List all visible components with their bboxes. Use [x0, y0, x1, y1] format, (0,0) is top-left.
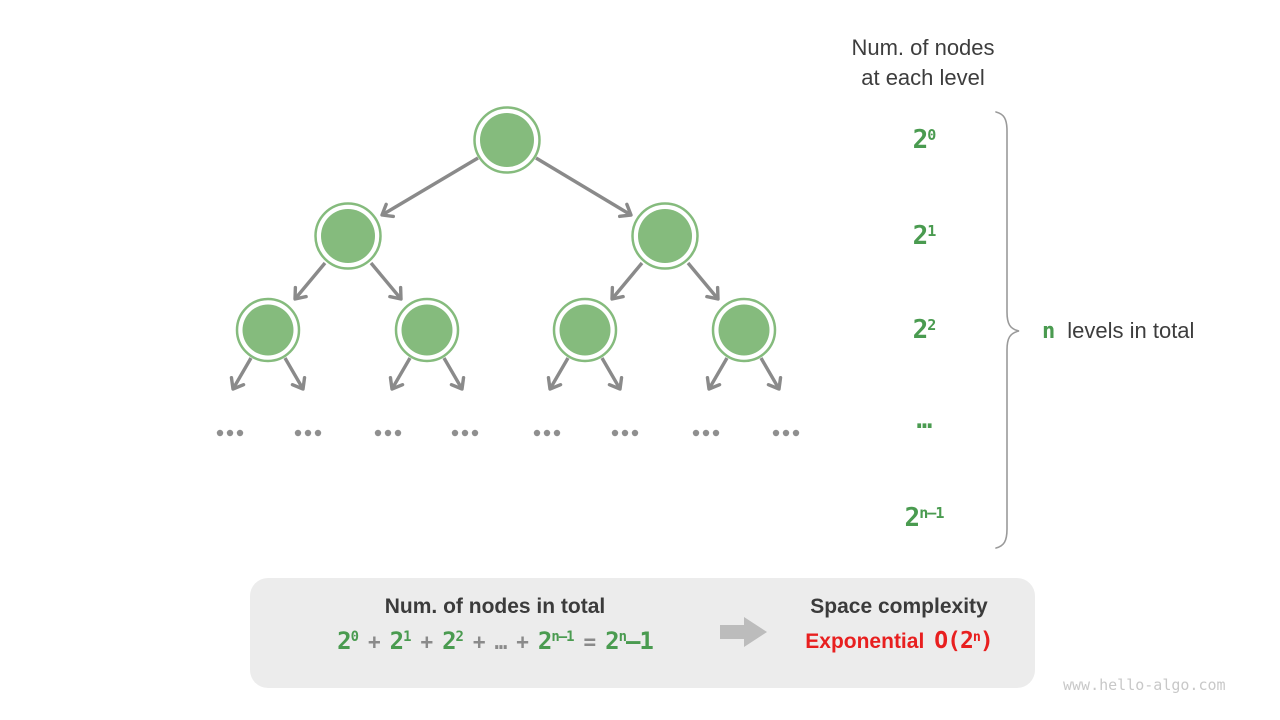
level-count-base: 2 [912, 221, 929, 251]
tree-node [552, 297, 618, 363]
ellipsis-dots [216, 429, 244, 437]
summary-box: Num. of nodes in total 20 + 21 + 22 + … … [250, 578, 1035, 688]
formula-term: 22 [442, 627, 464, 655]
arrow-right-icon [720, 617, 767, 647]
levels-total-label: n levels in total [1042, 316, 1194, 346]
column-header-line2: at each level [861, 65, 985, 90]
plus-operator: + [516, 630, 529, 654]
level-count-exponent: 0 [927, 125, 936, 144]
level-count-ellipsis: … [916, 405, 933, 435]
levels-total-text: levels in total [1067, 318, 1195, 343]
tree-node [314, 202, 382, 270]
plus-operator: + [472, 630, 486, 654]
level-count-label: 2n–1 [864, 500, 984, 536]
plus-operator: + [367, 630, 381, 654]
tree-node [394, 297, 460, 363]
formula-term: 20 [337, 627, 359, 655]
tree-ellipsis-dots [216, 429, 800, 437]
total-nodes-section: Num. of nodes in total 20 + 21 + 22 + … … [250, 595, 740, 655]
n-variable: n [1042, 319, 1056, 344]
plus-operator: + [420, 630, 433, 654]
geometric-sum-formula: 20 + 21 + 22 + … + 2n–1 = 2n–1 [337, 627, 654, 655]
level-count-base: 2 [912, 315, 929, 345]
equals-operator: = [583, 630, 596, 654]
ellipsis-dots [692, 429, 720, 437]
complexity-word: Exponential [805, 630, 925, 653]
tree-node [473, 106, 541, 174]
column-header-line1: Num. of nodes [851, 35, 995, 60]
tree-node [711, 297, 777, 363]
level-count-label: 22 [864, 312, 984, 348]
level-count-exponent: 2 [927, 315, 936, 334]
tree-node [631, 202, 699, 270]
space-complexity-value: Exponential O(2n) [770, 628, 1028, 654]
ellipsis-dots [294, 429, 322, 437]
level-count-base: 2 [912, 125, 929, 155]
brace [995, 111, 1020, 549]
level-count-exponent: n–1 [919, 503, 944, 522]
big-o-notation: O(2n) [934, 628, 993, 654]
tree-node [235, 297, 301, 363]
level-count-base: 2 [904, 503, 921, 533]
ellipsis-dots [611, 429, 639, 437]
space-complexity-title: Space complexity [810, 595, 988, 618]
ellipsis-dots [772, 429, 800, 437]
total-nodes-title: Num. of nodes in total [384, 595, 606, 618]
level-count-label: 20 [864, 122, 984, 158]
level-count-label: 21 [864, 218, 984, 254]
column-header: Num. of nodes at each level [823, 33, 1023, 93]
ellipsis-dots [533, 429, 561, 437]
tree-nodes [235, 106, 777, 363]
ellipsis-dots [374, 429, 402, 437]
tree-edges [229, 156, 783, 391]
formula-term: 21 [389, 627, 412, 655]
ellipsis-dots [451, 429, 479, 437]
formula-result: 2n–1 [605, 627, 654, 655]
watermark: www.hello-algo.com [1063, 676, 1226, 694]
space-complexity-section: Space complexity Exponential O(2n) [770, 595, 1028, 654]
level-count-exponent: 1 [927, 221, 936, 240]
formula-term: 2n–1 [537, 627, 575, 655]
ellipsis-operator: … [494, 630, 508, 654]
